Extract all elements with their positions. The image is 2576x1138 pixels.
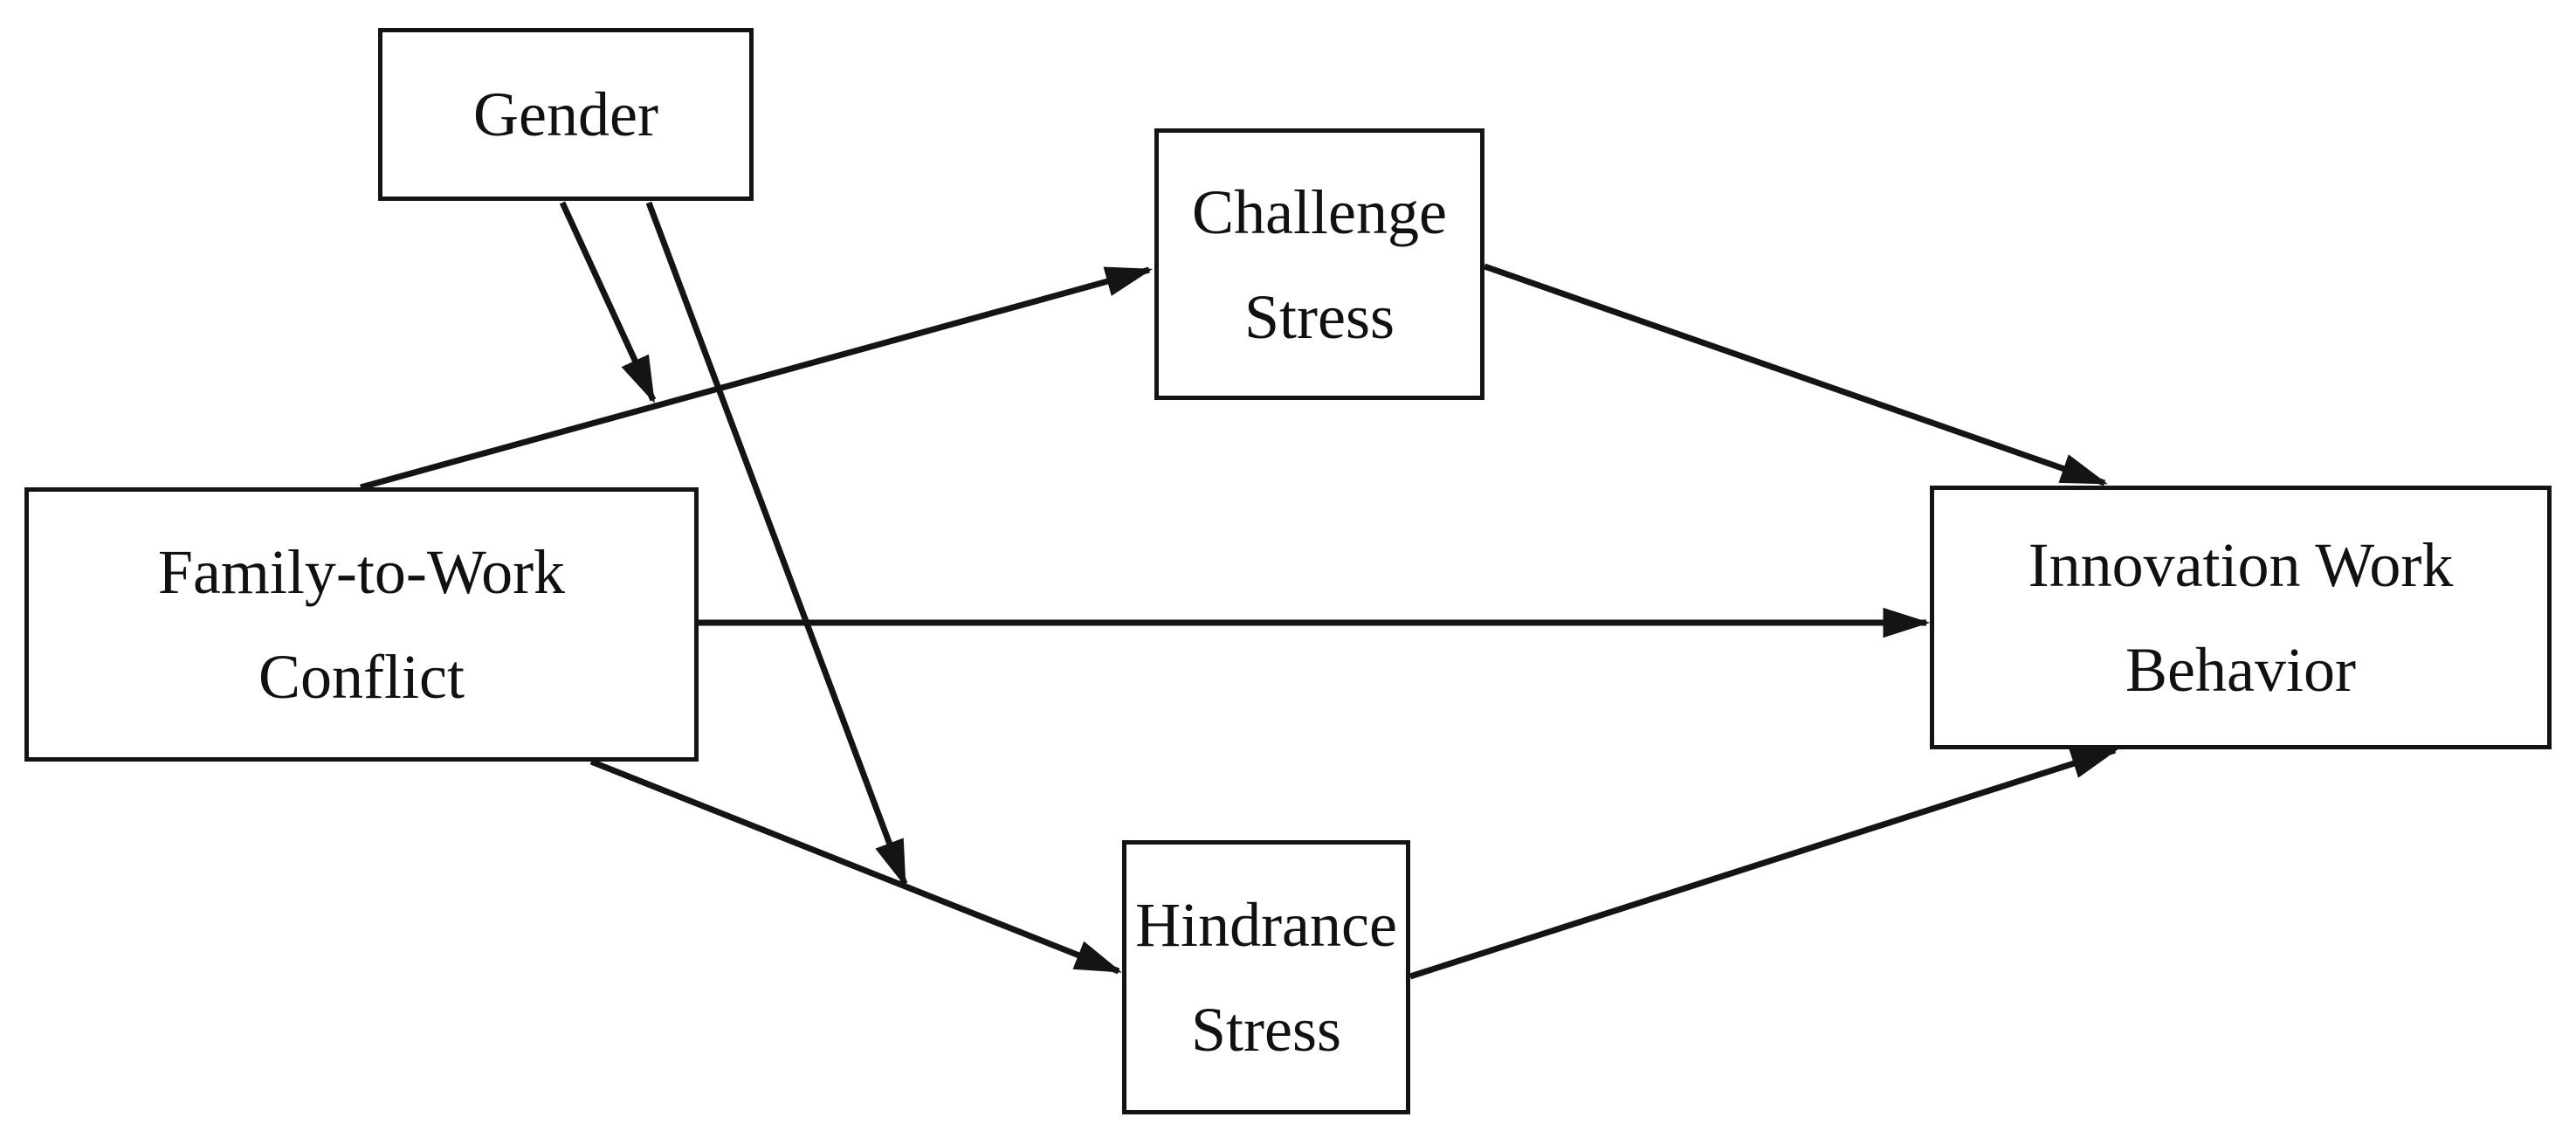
node-innovation-work-behavior-label-line2: Behavior [2125, 635, 2356, 705]
arrow-challenge-stress-to-innovation-work-behavior [1483, 263, 2109, 486]
arrow-ftwc-to-challenge-stress [360, 266, 1154, 491]
arrow-ftwc-to-hindrance-stress [589, 758, 1123, 975]
node-family-to-work-conflict-label-line2: Conflict [258, 642, 465, 712]
node-innovation-work-behavior: Innovation Work Behavior [1930, 486, 2552, 749]
node-family-to-work-conflict-label-line1: Family-to-Work [157, 537, 566, 607]
arrow-gender-moderates-ftwc-challenge-path [559, 201, 657, 403]
node-challenge-stress-label-line2: Stress [1243, 281, 1395, 352]
node-challenge-stress-label-line1: Challenge [1192, 176, 1447, 247]
node-hindrance-stress-label-line1: Hindrance [1135, 890, 1397, 960]
node-gender: Gender [378, 28, 754, 201]
arrow-hindrance-stress-to-innovation-work-behavior [1409, 747, 2119, 980]
node-challenge-stress: Challenge Stress [1154, 128, 1484, 400]
node-hindrance-stress-label-line2: Stress [1190, 995, 1342, 1065]
node-gender-label: Gender [473, 79, 658, 149]
node-hindrance-stress: Hindrance Stress [1122, 840, 1410, 1114]
node-innovation-work-behavior-label-line1: Innovation Work [2028, 530, 2454, 600]
node-family-to-work-conflict: Family-to-Work Conflict [24, 487, 699, 762]
arrow-gender-moderates-ftwc-hindrance-path [645, 201, 908, 888]
